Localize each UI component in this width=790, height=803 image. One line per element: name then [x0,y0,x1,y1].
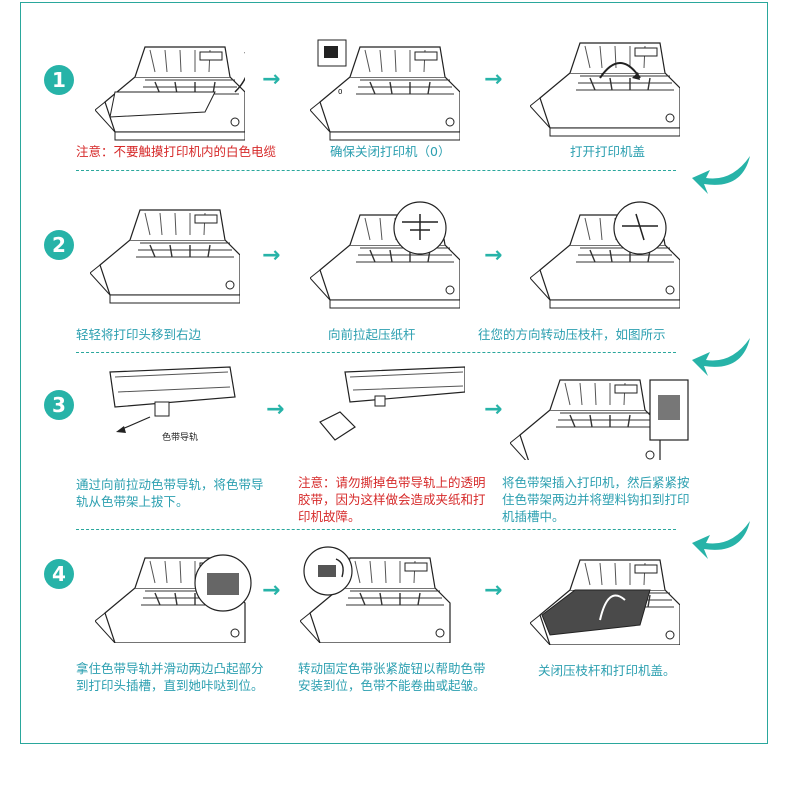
step-2-lever-illustration [530,201,680,309]
step-3-caption-3: 将色带架插入打印机，然后紧紧按住色带架两边并将塑料钩扣到打印机插槽中。 [502,475,690,524]
step-2-printhead-illustration [90,209,240,304]
step-3-return-arrow-icon [692,521,750,559]
step-1-caption-2: 确保关闭打印机（0） [330,144,451,159]
step-2-arrow-1: → [262,243,281,268]
step-1-badge: 1 [44,65,74,95]
step-1-printer-closed-illustration: 0 [310,39,460,141]
step-1-arrow-1: → [262,67,281,92]
step-4-ribbon-guide-slide-illustration [95,554,252,643]
step-4-caption-3: 关闭压枝杆和打印机盖。 [538,663,676,678]
step-2-caption-1: 轻轻将打印头移到右边 [76,327,202,342]
step-1-printer-open-illustration [95,46,245,141]
step-3-arrow-1: → [266,397,285,422]
divider-2 [76,352,676,353]
step-4-caption-1: 拿住色带导轨并滑动两边凸起部分到打印头插槽，直到她咔哒到位。 [76,661,264,693]
step-3-ribbon-tape-illustration [319,366,465,441]
step-1-printer-cover-open-illustration [530,42,680,137]
step-3-badge: 3 [44,390,74,420]
step-1-caption-3: 打开打印机盖 [570,144,646,159]
instruction-panel [20,2,768,744]
step-2-arrow-2: → [484,243,503,268]
step-3-insert-cartridge-illustration [510,379,689,460]
step-4-close-cover-illustration [530,559,680,645]
step-2-return-arrow-icon [692,338,750,376]
step-3-caption-2: 注意：请勿撕掉色带导轨上的透明胶带，因为这样做会造成夹纸和打印机故障。 [298,475,486,524]
step-4-caption-2: 转动固定色带张紧旋钮以帮助色带安装到位，色带不能卷曲或起皱。 [298,661,486,693]
step-4-arrow-2: → [484,578,503,603]
step-1-arrow-2: → [484,67,503,92]
power-switch-label: 0 [338,88,342,96]
step-1-return-arrow-icon [692,156,750,194]
step-3-arrow-2: → [484,397,503,422]
divider-1 [76,170,676,171]
step-4-tension-knob-illustration [300,546,451,643]
step-2-badge: 2 [44,230,74,260]
step-4-badge: 4 [44,559,74,589]
divider-3 [76,529,676,530]
step-3-caption-1: 通过向前拉动色带导轨，将色带导轨从色带架上拔下。 [76,477,264,509]
step-4-arrow-1: → [262,578,281,603]
step-2-caption-2: 向前拉起压纸杆 [328,327,416,342]
step-1-caption-1: 注意：不要触摸打印机内的白色电缆 [76,144,277,159]
step-2-paper-bail-illustration [310,201,460,309]
step-3-ribbon-cartridge-illustration [109,366,236,433]
step-2-caption-3: 往您的方向转动压枝杆，如图所示 [478,327,666,342]
ribbon-guide-label: 色带导轨 [162,433,199,443]
